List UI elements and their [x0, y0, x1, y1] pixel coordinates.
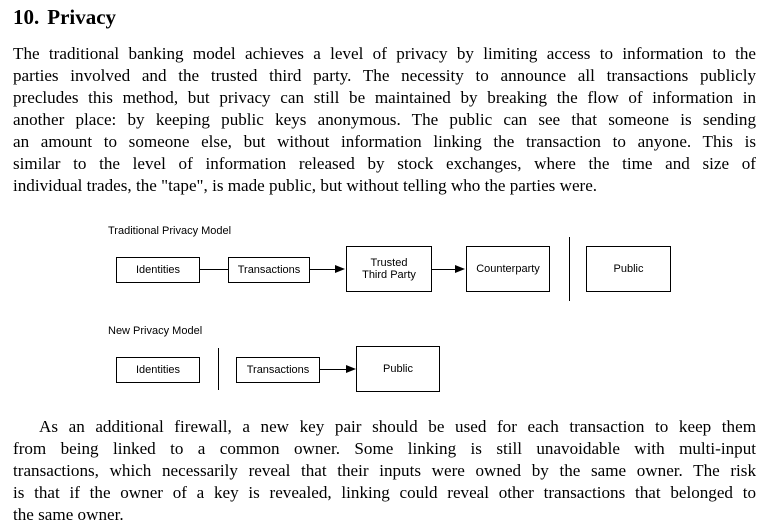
paragraph-line: another place: by keeping public keys an…: [13, 110, 756, 129]
new-transactions-box: Transactions: [236, 357, 320, 383]
arrow-head: [346, 365, 356, 373]
trusted-third-party-box: Trusted Third Party: [346, 246, 432, 292]
box-label: Identities: [135, 364, 181, 376]
paragraph-line: The traditional banking model achieves a…: [13, 44, 756, 63]
new-public-box: Public: [356, 346, 440, 392]
box-label: Identities: [135, 264, 181, 276]
arrow-head: [455, 265, 465, 273]
section-number: 10.: [13, 5, 40, 29]
section-heading: 10. Privacy: [13, 5, 116, 30]
arrow-line: [310, 269, 335, 270]
paragraph-line: precludes this method, but privacy can s…: [13, 88, 756, 107]
arrow-line: [432, 269, 455, 270]
box-label: Transactions: [237, 264, 301, 276]
privacy-divider: [218, 348, 219, 390]
paragraph-line: parties involved and the trusted third p…: [13, 66, 756, 85]
traditional-model-label: Traditional Privacy Model: [108, 225, 232, 237]
paragraph-line: As an additional firewall, a new key pai…: [39, 417, 756, 436]
box-label-line1: Trusted: [370, 257, 408, 269]
paragraph-intro: The traditional banking model achieves a…: [13, 43, 756, 197]
paragraph-firewall: As an additional firewall, a new key pai…: [13, 416, 756, 526]
new-model-label: New Privacy Model: [108, 325, 203, 337]
counterparty-box: Counterparty: [466, 246, 550, 292]
paragraph-line: the same owner.: [13, 505, 124, 524]
new-identities-box: Identities: [116, 357, 200, 383]
paragraph-line: transactions, which necessarily reveal t…: [13, 461, 756, 480]
connector-line: [200, 269, 228, 270]
box-label: Public: [383, 363, 413, 375]
privacy-divider: [569, 237, 570, 301]
box-label-line2: Third Party: [362, 269, 416, 281]
box-label: Transactions: [246, 364, 310, 376]
traditional-transactions-box: Transactions: [228, 257, 310, 283]
arrow-head: [335, 265, 345, 273]
box-label: Counterparty: [476, 263, 540, 275]
paragraph-line: is that if the owner of a key is reveale…: [13, 483, 756, 502]
arrow-line: [320, 369, 346, 370]
paragraph-line: an amount to someone else, but without i…: [13, 132, 756, 151]
paragraph-line: similar to the level of information rele…: [13, 154, 756, 173]
traditional-identities-box: Identities: [116, 257, 200, 283]
section-title: Privacy: [47, 5, 117, 29]
box-label: Public: [613, 263, 644, 275]
paragraph-line: individual trades, the "tape", is made p…: [13, 176, 598, 195]
paragraph-line: from being linked to a common owner. Som…: [13, 439, 756, 458]
traditional-public-box: Public: [586, 246, 671, 292]
